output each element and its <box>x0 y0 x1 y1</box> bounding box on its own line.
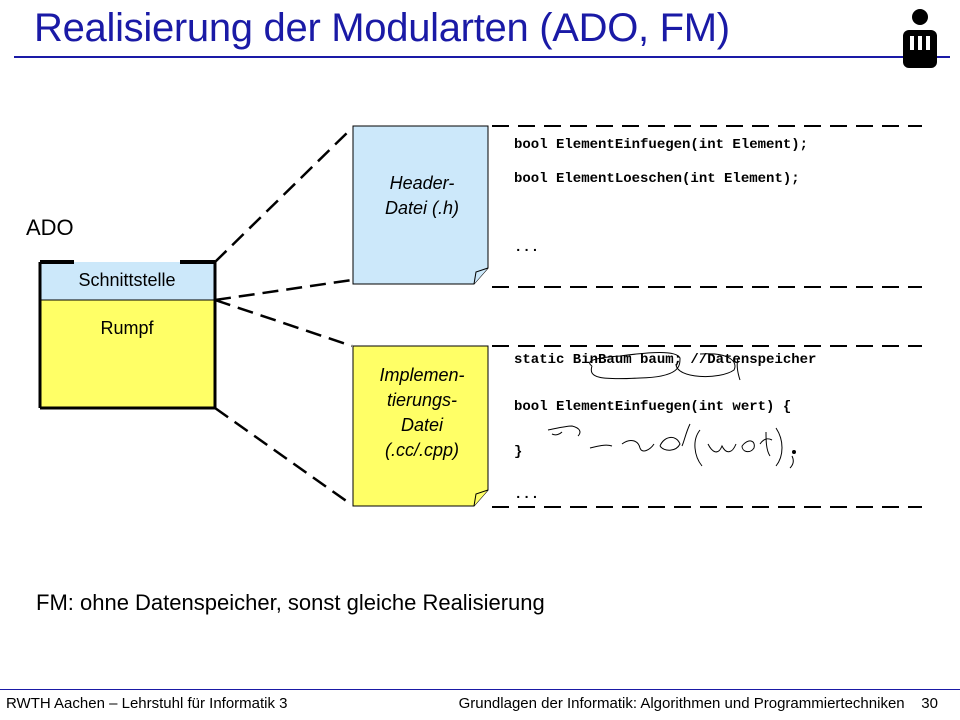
header-code-line: bool ElementEinfuegen(int Element); <box>514 137 809 153</box>
header-file-document <box>352 125 489 285</box>
impl-code-line: bool ElementEinfuegen(int wert) { <box>514 399 792 415</box>
body-label: Rumpf <box>100 318 154 338</box>
title-divider <box>14 56 950 58</box>
implementation-file-label: Implemen- tierungs- Datei (.cc/.cpp) <box>379 365 465 460</box>
interface-label: Schnittstelle <box>78 270 176 290</box>
header-code-line: bool ElementLoeschen(int Element); <box>514 171 800 187</box>
code-boundaries <box>492 125 922 508</box>
impl-code-line: static BinBaum baum; //Datenspeicher <box>514 352 817 368</box>
header-code-line: ... <box>514 240 540 256</box>
handwritten-annotations <box>547 352 796 469</box>
footer-course-page: Grundlagen der Informatik: Algorithmen u… <box>458 695 938 712</box>
connector-lines <box>214 127 353 507</box>
fm-note: FM: ohne Datenspeicher, sonst gleiche Re… <box>36 590 545 615</box>
page-title: Realisierung der Modularten (ADO, FM) <box>34 6 730 50</box>
ado-label: ADO <box>26 215 74 240</box>
footer-institution: RWTH Aachen – Lehrstuhl für Informatik 3 <box>6 695 288 712</box>
impl-code-line: } <box>514 444 523 460</box>
header-file-label: Header- Datei (.h) <box>384 173 460 218</box>
rwth-informatik-logo-icon <box>903 9 937 68</box>
implementation-file-document <box>352 345 489 507</box>
footer-divider <box>0 689 960 690</box>
module-box <box>38 260 217 410</box>
impl-code-line: ... <box>514 487 540 503</box>
